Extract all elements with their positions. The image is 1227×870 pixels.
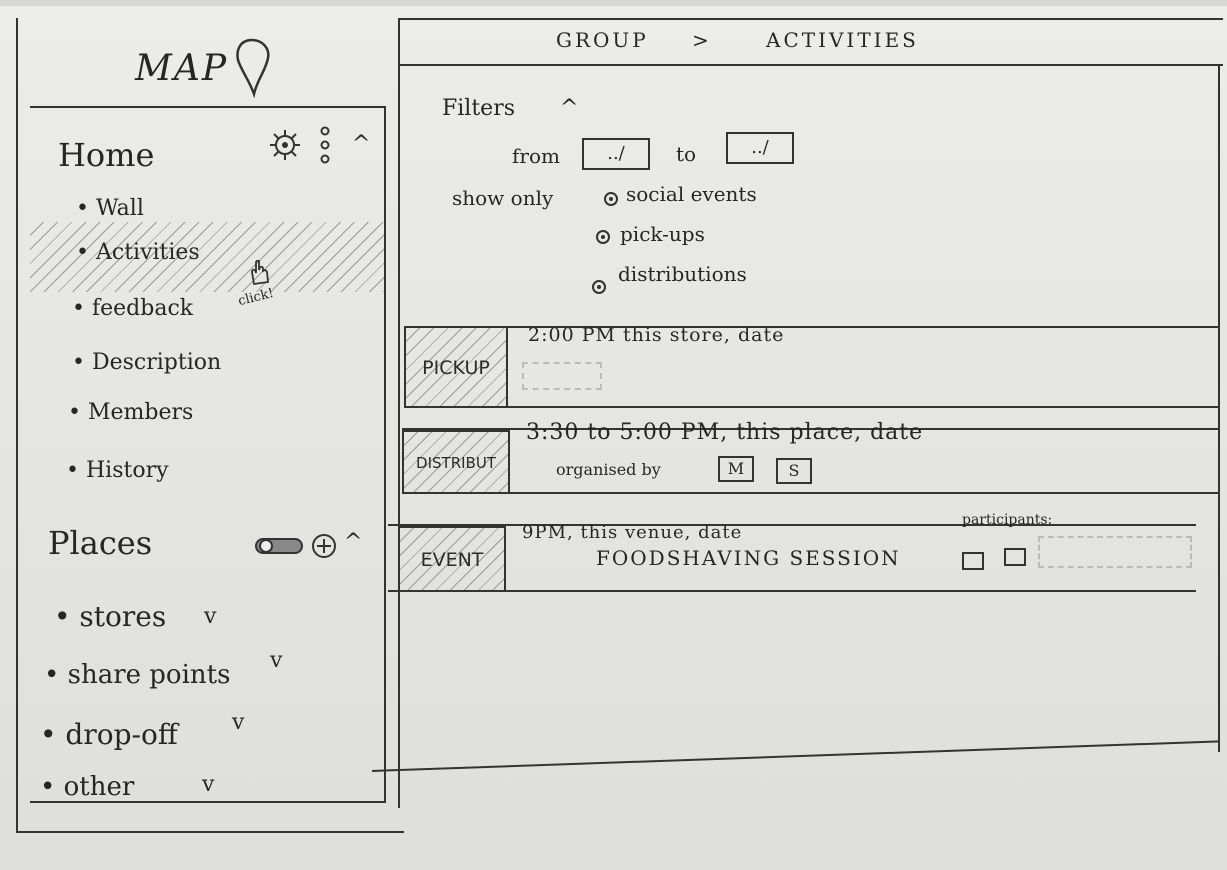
participant-placeholder [522,362,602,390]
filters-title[interactable]: Filters [442,96,516,121]
drop-off-expand-icon[interactable]: v [232,710,245,735]
to-label: to [676,142,697,166]
activity-title: FOODSHAVING SESSION [596,546,901,570]
breadcrumb-separator-icon: > [692,28,712,52]
participant-slot[interactable] [962,552,984,570]
activity-time-place: 2:00 PM this store, date [528,324,785,346]
show-only-label: show only [452,186,554,210]
sidebar-item-members[interactable]: • Members [68,400,194,425]
home-section-title[interactable]: Home [58,136,155,174]
from-label: from [512,144,560,168]
more-options-icon[interactable] [318,124,332,166]
sidebar-item-activities[interactable]: • Activities [76,240,200,265]
add-place-icon[interactable] [310,532,338,560]
from-date-input[interactable]: ../ [582,138,650,170]
sidebar-item-other[interactable]: • other [40,772,135,802]
organiser-avatar[interactable]: M [718,456,754,482]
header-bottom-border [398,64,1223,66]
distributions-radio[interactable] [592,280,606,294]
sidebar-item-history[interactable]: • History [66,458,169,483]
cursor-hand-icon [251,259,269,286]
sidebar-item-label: Members [87,400,194,425]
sidebar-item-label: drop-off [65,718,178,751]
sidebar-item-label: share points [67,660,231,690]
settings-gear-icon[interactable] [268,128,302,162]
header-top-border [398,18,1223,20]
places-section-title[interactable]: Places [48,524,153,562]
sidebar-item-label: Wall [95,196,144,221]
activity-type-badge: EVENT [398,526,506,592]
main-content-frame [398,18,1222,808]
sidebar-item-label: History [85,458,169,483]
activity-time-place: 3:30 to 5:00 PM, this place, date [526,420,924,445]
activity-row-pickup[interactable] [404,326,1218,408]
sidebar-item-stores[interactable]: • stores [54,600,167,633]
activity-row-distribution[interactable] [402,428,1218,494]
activity-row-event[interactable] [388,524,1196,592]
main-right-border [1218,66,1220,752]
participant-placeholder [1038,536,1192,568]
app-logo-text[interactable]: MAP [135,48,229,89]
breadcrumb-current: ACTIVITIES [766,28,919,52]
sidebar-item-share-points[interactable]: • share points [44,660,231,690]
stores-expand-icon[interactable]: v [204,604,217,629]
pick-ups-radio[interactable] [596,230,610,244]
activity-type-badge: DISTRIBUT [402,430,510,494]
sidebar-selected-highlight [30,222,384,292]
sidebar-item-drop-off[interactable]: • drop-off [40,718,178,751]
toggle-switch-icon[interactable] [254,536,306,556]
home-collapse-icon[interactable]: ^ [352,132,371,157]
organised-by-label: organised by [556,460,661,479]
share-points-expand-icon[interactable]: v [270,648,283,673]
sidebar-nav [30,106,386,803]
social-events-radio[interactable] [604,192,618,206]
organiser-avatar[interactable]: S [776,458,812,484]
sidebar-item-label: other [63,772,135,802]
social-events-label: social events [626,182,757,206]
sidebar-item-feedback[interactable]: • feedback [72,296,194,321]
other-expand-icon[interactable]: v [202,772,215,797]
pick-ups-label: pick-ups [620,222,705,246]
to-date-input[interactable]: ../ [726,132,794,164]
paper-background [0,6,1227,870]
distributions-label: distributions [618,262,747,286]
activity-time-place: 9PM, this venue, date [522,522,743,543]
sidebar-item-label: Description [91,350,222,375]
activity-type-badge: PICKUP [404,326,508,408]
participant-slot[interactable] [1004,548,1026,566]
places-collapse-icon[interactable]: ^ [344,530,363,555]
sidebar-item-label: feedback [91,296,194,321]
sidebar-frame [16,18,404,833]
sidebar-item-wall[interactable]: • Wall [76,196,144,221]
filters-toggle-icon[interactable]: ^ [560,96,579,121]
participants-label: participants: [962,512,1053,528]
breadcrumb-group[interactable]: GROUP [556,28,649,52]
map-pin-icon [236,38,270,98]
sidebar-item-label: Activities [95,240,200,265]
sidebar-item-description[interactable]: • Description [72,350,222,375]
sidebar-item-label: stores [79,600,167,633]
